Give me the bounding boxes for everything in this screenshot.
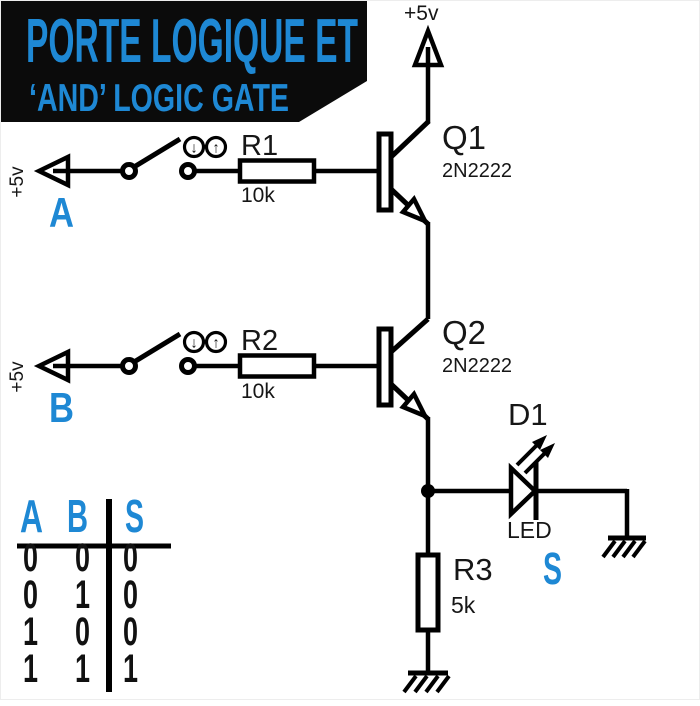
ground-icon-bottom: [402, 670, 451, 694]
truth-cell: 0: [123, 536, 138, 580]
truth-cell: 1: [23, 610, 38, 654]
switch-b-toggle-down-icon[interactable]: [182, 330, 206, 354]
truth-header-b: B: [67, 490, 88, 542]
resistor-r1-value: 10k: [241, 184, 275, 207]
switch-b-throw: [179, 357, 197, 375]
switch-a-pole: [120, 162, 138, 180]
input-b-supply-label: +5v: [7, 361, 28, 393]
truth-cell: 0: [23, 573, 38, 617]
q2-emitter-arrow-icon: [399, 389, 430, 421]
q2-ref: Q2: [442, 314, 486, 351]
top-power-rail: +5v: [404, 2, 445, 122]
truth-cell: 1: [75, 573, 90, 617]
ground-icon-right: [601, 535, 647, 559]
switch-a-down-glyph: ↓: [190, 140, 198, 157]
led-diode-icon: [508, 462, 539, 520]
resistor-r3-ref: R3: [453, 552, 493, 587]
resistor-r2-ref: R2: [241, 325, 278, 357]
resistor-r1-body: [237, 158, 317, 184]
resistor-r3-branch: R3 5k: [402, 552, 493, 694]
q2-part: 2N2222: [442, 355, 512, 377]
resistor-r2-value: 10k: [241, 380, 275, 403]
resistor-r2: R2 10k: [237, 325, 317, 403]
q2-collector: [389, 317, 430, 354]
input-a-label: A: [49, 189, 74, 236]
switch-a[interactable]: ↓ ↑: [120, 135, 228, 180]
switch-b-down-glyph: ↓: [190, 335, 198, 352]
truth-cell: 0: [123, 573, 138, 617]
d1-ref: D1: [508, 397, 548, 432]
transistor-q1: Q1 2N2222: [376, 119, 512, 226]
truth-cell: 1: [123, 647, 138, 691]
truth-cell: 0: [23, 536, 38, 580]
switch-b-pole: [120, 357, 138, 375]
input-a-supply-label: +5v: [7, 166, 28, 198]
truth-cell: 1: [75, 647, 90, 691]
q1-base-bar: [376, 131, 394, 213]
switch-a-up-glyph: ↑: [212, 140, 220, 157]
q1-part: 2N2222: [442, 160, 512, 182]
input-b-branch: +5v B ↓ ↑ R2 10k: [7, 325, 378, 431]
truth-cell: 0: [75, 610, 90, 654]
banner-background: [1, 1, 367, 122]
switch-a-toggle-down-icon[interactable]: [182, 135, 206, 159]
d1-type-label: LED: [507, 517, 552, 543]
top-power-label: +5v: [404, 2, 439, 25]
switch-a-lever[interactable]: [132, 136, 182, 170]
led-d1-branch: D1 LED S: [428, 397, 647, 594]
q2-base-bar: [376, 326, 394, 408]
truth-header-a: A: [20, 490, 43, 542]
truth-cell: 0: [123, 610, 138, 654]
input-b-label: B: [49, 384, 74, 431]
switch-b-lever[interactable]: [132, 331, 182, 365]
switch-b-toggle-up-icon[interactable]: [204, 330, 228, 354]
resistor-r3-value: 5k: [451, 592, 476, 618]
input-a-branch: +5v A ↓ ↑ R1 10k: [7, 130, 378, 236]
switch-b[interactable]: ↓ ↑: [120, 330, 228, 375]
transistor-q2: Q2 2N2222: [376, 314, 512, 421]
truth-table: A B S 0 0 0 0 1 0 1 0 0 1 1 1: [17, 490, 171, 692]
truth-cell: 0: [75, 536, 90, 580]
q1-emitter-arrow-icon: [399, 194, 430, 226]
output-s-label: S: [543, 543, 562, 594]
truth-cell: 1: [23, 647, 38, 691]
led-arrows-icon: [515, 435, 555, 475]
switch-b-up-glyph: ↑: [212, 335, 220, 352]
q1-ref: Q1: [442, 119, 486, 156]
resistor-r1-ref: R1: [241, 130, 278, 162]
banner-title: PORTE LOGIQUE ET: [26, 7, 358, 76]
truth-header-s: S: [125, 490, 144, 542]
switch-a-toggle-up-icon[interactable]: [204, 135, 228, 159]
q1-collector: [389, 119, 431, 159]
resistor-r2-body: [237, 353, 317, 379]
resistor-r3-body: [415, 552, 441, 633]
resistor-r1: R1 10k: [237, 130, 317, 207]
title-banner: PORTE LOGIQUE ET ‘AND’ LOGIC GATE: [1, 1, 367, 122]
banner-subtitle: ‘AND’ LOGIC GATE: [29, 77, 289, 120]
switch-a-throw: [179, 162, 197, 180]
